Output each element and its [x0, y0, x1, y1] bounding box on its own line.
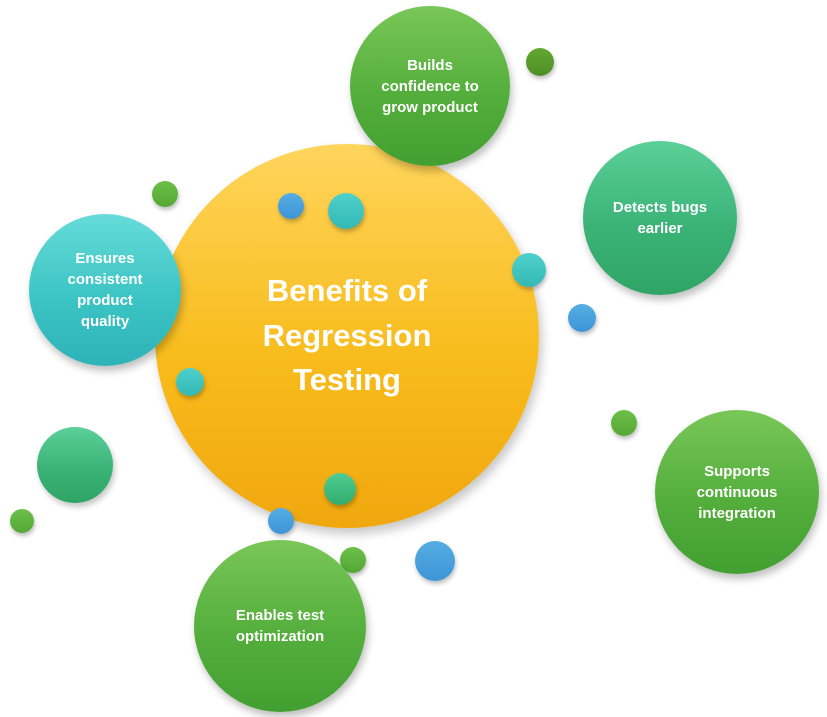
satellite-label: Builds confidence to grow product — [381, 56, 479, 116]
satellite-detects-bugs-earlier: Detects bugs earlier — [583, 141, 737, 295]
satellite-supports-continuous-integration: Supports continuous integration — [655, 410, 819, 574]
decorative-dot — [611, 410, 637, 436]
satellite-label: Supports continuous integration — [696, 462, 778, 522]
satellite-label: Ensures consistent product quality — [67, 250, 143, 330]
satellite-enables-test-optimization: Enables test optimization — [194, 540, 366, 712]
satellite-label: Detects bugs earlier — [612, 199, 708, 237]
satellite-builds-confidence: Builds confidence to grow product — [350, 6, 510, 166]
decorative-dot — [328, 193, 364, 229]
decorative-dot — [512, 253, 546, 287]
center-title: Benefits of Regression Testing — [262, 272, 432, 398]
satellite-label: Enables test optimization — [235, 607, 325, 645]
decorative-dot — [10, 509, 34, 533]
decorative-dot — [268, 508, 294, 534]
decorative-dot — [568, 304, 596, 332]
decorative-dot — [278, 193, 304, 219]
decorative-dot — [176, 368, 204, 396]
decorative-dot — [152, 181, 178, 207]
decorative-dot — [526, 48, 554, 76]
decorative-circle-medium — [37, 427, 113, 503]
satellite-ensures-consistent-product-quality: Ensures consistent product quality — [29, 214, 181, 366]
decorative-dot — [415, 541, 455, 581]
decorative-dot — [324, 473, 356, 505]
